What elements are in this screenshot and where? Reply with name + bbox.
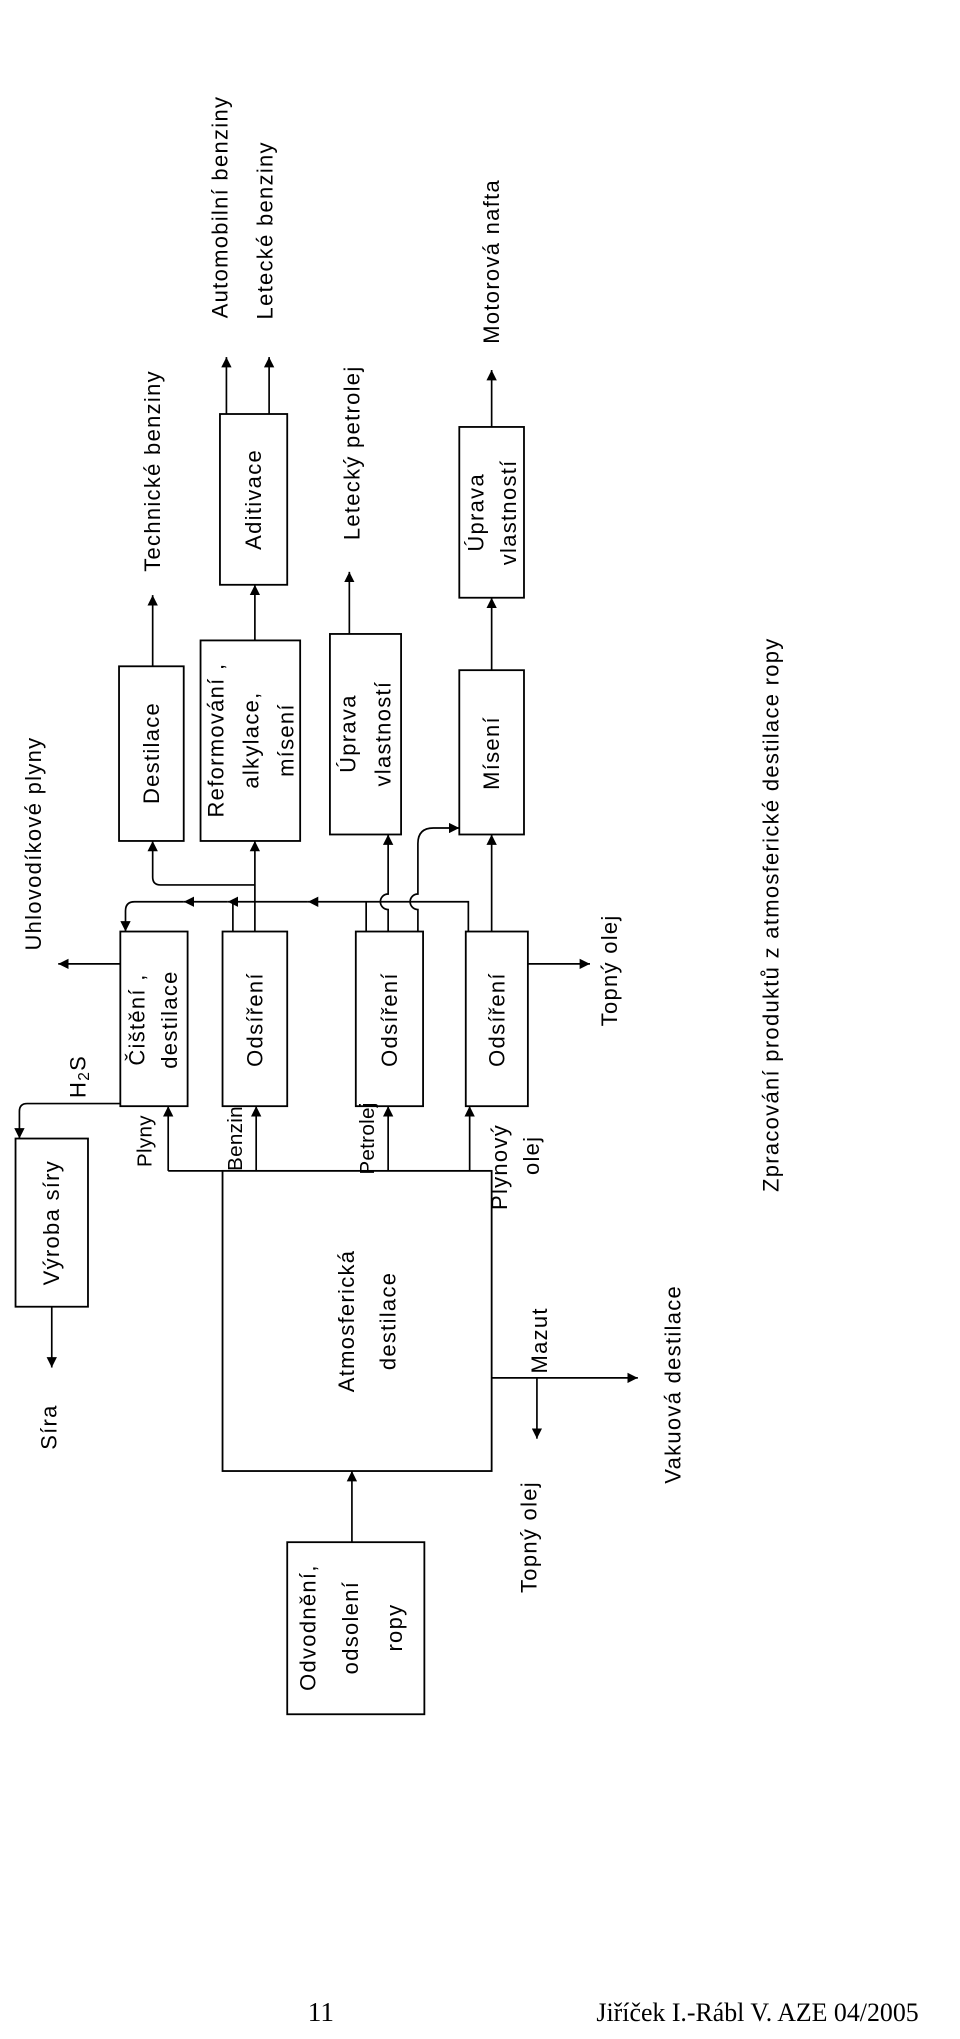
diesel-treatment-box: Úprava vlastností [458, 426, 525, 599]
stream-label-gasoline: Benzin [224, 1106, 247, 1171]
desulfurization-kerosene-box: Odsíření [354, 930, 424, 1108]
pretreatment-box-frame [286, 1541, 426, 1716]
connectors [14, 357, 638, 1543]
additivation-box: Aditivace [219, 413, 289, 586]
reforming-label-line-1: Reformování , [204, 663, 229, 818]
desulfurization-gasoil-box: Odsíření [464, 930, 529, 1108]
atmospheric-distillation-box-frame [221, 1169, 493, 1472]
product-label-sulfur: Síra [37, 1404, 62, 1450]
stream-labels: Plyny Benzin Petrolej Plynový olej Mazut… [65, 1055, 552, 1374]
atmospheric-distillation-label-line-1: Atmosferická [334, 1250, 359, 1393]
product-label-jet-fuel: Letecký petrolej [339, 365, 364, 540]
arrow-h2s-to-sulfur-production [14, 1102, 121, 1139]
desulfurization-gasoline-box: Odsíření [221, 930, 289, 1108]
stream-label-residue: Mazut [527, 1307, 552, 1373]
kerosene-treatment-label-line-2: vlastností [370, 681, 395, 787]
gas-cleaning-label-line-2: destilace [157, 970, 182, 1068]
kerosene-treatment-box: Úprava vlastností [329, 633, 402, 836]
product-label-automotive-gasoline: Automobilní benziny [207, 96, 232, 319]
sulfur-production-label: Výroba síry [39, 1160, 64, 1285]
diesel-treatment-label-line-1: Úprava [464, 473, 489, 552]
blending-box: Mísení [458, 669, 525, 836]
product-labels: Síra Uhlovodíkové plyny Technické benzin… [21, 96, 685, 1593]
sulfur-production-box-frame [14, 1137, 89, 1308]
kerosene-treatment-label-line-1: Úprava [336, 694, 361, 773]
h2s-symbol: H [65, 1081, 90, 1098]
atmospheric-distillation-box: Atmosferická destilace [221, 1169, 493, 1472]
product-label-vacuum-distillation: Vakuová destilace [660, 1285, 685, 1484]
product-label-technical-gasoline: Technické benziny [140, 370, 165, 572]
arrow-gas-collector-to-cleaning [120, 900, 184, 932]
distillation-box: Destilace [118, 665, 185, 842]
product-label-diesel-fuel: Motorová nafta [479, 179, 504, 344]
product-label-aviation-gasoline: Letecké benziny [253, 141, 278, 319]
h2s-symbol-end: S [65, 1055, 90, 1071]
arrow-gasoline-to-distillation [147, 840, 255, 886]
pretreatment-label-line-1: Odvodnění, [295, 1564, 320, 1691]
arrow-kerosene-to-blending [409, 822, 460, 932]
product-label-fuel-oil-gasoil: Topný olej [597, 914, 622, 1026]
stream-label-gasoil-line-1: Plynový [487, 1124, 512, 1210]
gas-cleaning-label-line-1: Čištění , [125, 973, 150, 1065]
reforming-label-line-2: alkylace, [239, 691, 264, 788]
stream-label-gasoil-line-2: olej [519, 1136, 544, 1175]
arrow-kerosene-to-treatment [379, 834, 394, 932]
arrow-gas-collector-segment-1 [307, 896, 470, 932]
pretreatment-label-line-2: odsolení [338, 1581, 363, 1674]
desulfurization-gasoil-label: Odsíření [484, 972, 509, 1067]
desulfurization-kerosene-label: Odsíření [377, 972, 402, 1067]
kerosene-treatment-box-frame [329, 633, 402, 836]
distillation-label: Destilace [139, 702, 164, 804]
gas-cleaning-box-frame [119, 930, 189, 1108]
footer-authors: Jiříček I.-Rábl V. AZE 04/2005 [596, 1998, 918, 2027]
page-number: 11 [308, 1997, 334, 2027]
desulfurization-gasoil-box-frame [464, 930, 529, 1108]
figure-caption: Zpracování produktů z atmosferické desti… [759, 637, 784, 1192]
h2s-subscript: 2 [76, 1071, 93, 1081]
stream-label-gases: Plyny [133, 1115, 156, 1167]
reforming-label-line-3: mísení [273, 703, 298, 777]
sulfur-production-box: Výroba síry [14, 1137, 89, 1308]
desulfurization-gasoline-label: Odsíření [242, 972, 267, 1067]
blending-label: Mísení [479, 716, 504, 790]
stream-label-kerosene: Petrolej [356, 1102, 379, 1174]
pretreatment-label-line-3: ropy [382, 1604, 407, 1652]
pretreatment-box: Odvodnění, odsolení ropy [286, 1541, 426, 1716]
stream-label-h2s: H2S [65, 1055, 92, 1098]
additivation-label: Aditivace [241, 449, 266, 550]
gas-cleaning-box: Čištění , destilace [119, 930, 189, 1108]
product-label-fuel-oil-residue: Topný olej [517, 1481, 542, 1593]
product-label-hydrocarbon-gases: Uhlovodíkové plyny [21, 737, 46, 951]
atmospheric-distillation-label-line-2: destilace [376, 1272, 401, 1370]
diesel-treatment-label-line-2: vlastností [496, 459, 521, 565]
reforming-box: Reformování , alkylace, mísení [199, 639, 302, 842]
